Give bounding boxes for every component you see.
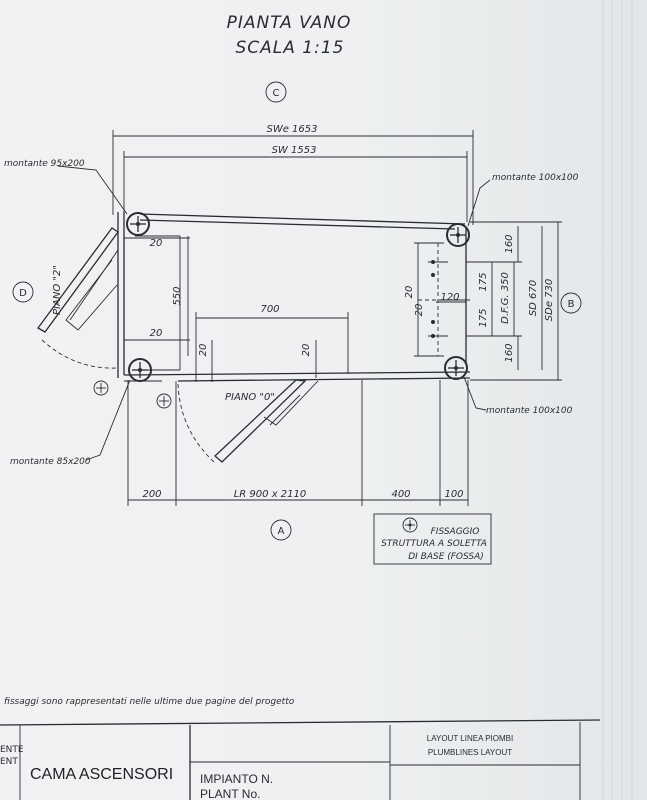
dimension-swe: SWe 1653 xyxy=(112,124,474,225)
dimension-20-mid: 20 xyxy=(124,328,190,341)
layout-title-en: PLUMBLINES LAYOUT xyxy=(428,748,512,757)
dimension-160-bot: 160 xyxy=(504,336,519,370)
dimension-400: 400 xyxy=(391,489,410,500)
label-montante-br: montante 100x100 xyxy=(486,406,573,416)
legend-line-1: FISSAGGIO xyxy=(431,527,480,537)
dimension-20-b: 20 xyxy=(301,340,317,378)
svg-text:175: 175 xyxy=(478,272,489,291)
label-montante-tl: montante 95x200 xyxy=(4,159,85,169)
svg-text:160: 160 xyxy=(504,343,515,362)
dimension-550: 550 xyxy=(172,236,189,356)
dimension-lr: LR 900 x 2110 xyxy=(234,489,307,500)
company-name: CAMA ASCENSORI xyxy=(30,766,173,783)
axis-marker-bottom: A xyxy=(270,519,292,541)
plant-label: PLANT No. xyxy=(200,787,260,800)
svg-text:550: 550 xyxy=(172,286,183,305)
legend-line-3: DI BASE (FOSSA) xyxy=(408,552,484,562)
door-piano-2: PIANO "2" xyxy=(37,227,119,369)
label-montante-tr: montante 100x100 xyxy=(492,173,579,183)
svg-text:B: B xyxy=(568,299,575,310)
svg-text:D: D xyxy=(19,288,27,299)
dimension-sde: SDe 730 xyxy=(466,221,562,381)
bottom-dimension-chain: 200 LR 900 x 2110 400 100 xyxy=(127,380,469,506)
dimension-120: 120 xyxy=(436,292,466,303)
fixing-symbol-left xyxy=(93,380,109,396)
montante-bottom-right: montante 100x100 xyxy=(444,356,573,416)
dimension-160-top: 160 xyxy=(504,226,519,262)
svg-text:20: 20 xyxy=(404,286,415,299)
svg-text:SDe 730: SDe 730 xyxy=(544,279,555,321)
dimension-175-bot: 175 xyxy=(478,300,493,336)
dimension-dfg: D.F.G. 350 xyxy=(500,262,515,336)
svg-text:C: C xyxy=(273,88,280,99)
title-block: ENTE ENT CAMA ASCENSORI IMPIANTO N. PLAN… xyxy=(0,719,601,800)
montante-top-right: montante 100x100 xyxy=(446,173,579,247)
svg-text:SD 670: SD 670 xyxy=(528,280,539,316)
svg-text:20: 20 xyxy=(301,344,312,357)
dimension-20-top: 20 xyxy=(124,237,190,249)
montante-top-left: montante 95x200 xyxy=(4,159,150,236)
svg-text:175: 175 xyxy=(478,308,489,327)
layout-title-it: LAYOUT LINEA PIOMBI xyxy=(427,734,513,743)
svg-text:700: 700 xyxy=(260,304,279,315)
svg-text:160: 160 xyxy=(504,234,515,253)
svg-text:20: 20 xyxy=(150,328,163,339)
svg-text:20: 20 xyxy=(198,344,209,357)
dimension-100: 100 xyxy=(444,489,463,500)
svg-text:D.F.G. 350: D.F.G. 350 xyxy=(500,272,511,324)
dimension-175-top: 175 xyxy=(478,262,493,300)
guide-rail-right xyxy=(414,242,470,357)
svg-text:20: 20 xyxy=(414,304,425,317)
axis-marker-right: B xyxy=(560,292,582,314)
axis-marker-left: D xyxy=(12,281,34,303)
legend-box: FISSAGGIO STRUTTURA A SOLETTA DI BASE (F… xyxy=(373,513,492,565)
svg-text:20: 20 xyxy=(150,238,163,249)
dimension-20-v1: 20 xyxy=(404,286,415,299)
dimension-700: 700 xyxy=(195,304,349,382)
title-block-cut-1: ENTE xyxy=(0,745,24,755)
svg-text:120: 120 xyxy=(440,292,459,303)
label-montante-bl: montante 85x200 xyxy=(10,457,91,467)
svg-text:A: A xyxy=(278,526,285,537)
label-piano-0: PIANO "0" xyxy=(225,392,275,403)
axis-marker-top: C xyxy=(265,81,287,103)
footnote: fissaggi sono rappresentati nelle ultime… xyxy=(4,697,295,707)
dimension-20-a: 20 xyxy=(198,340,213,382)
title-block-cut-2: ENT xyxy=(0,757,18,767)
svg-text:SWe 1653: SWe 1653 xyxy=(266,124,317,135)
dimension-200: 200 xyxy=(142,489,161,500)
door-piano-0: PIANO "0" xyxy=(177,379,319,463)
fixing-symbol-mid xyxy=(156,393,172,409)
legend-line-2: STRUTTURA A SOLETTA xyxy=(381,539,487,549)
label-piano-2: PIANO "2" xyxy=(52,265,63,315)
dimension-sw: SW 1553 xyxy=(123,145,468,222)
dimension-20-v2: 20 xyxy=(414,304,425,317)
impianto-label: IMPIANTO N. xyxy=(200,772,273,786)
drawing-title: PIANTA VANO xyxy=(227,13,352,33)
dimension-sd: SD 670 xyxy=(528,226,543,370)
montante-bottom-left: montante 85x200 xyxy=(10,358,152,467)
drawing-scale: SCALA 1:15 xyxy=(236,38,345,58)
fixing-legend-icon xyxy=(402,517,418,533)
svg-text:SW 1553: SW 1553 xyxy=(272,145,317,156)
